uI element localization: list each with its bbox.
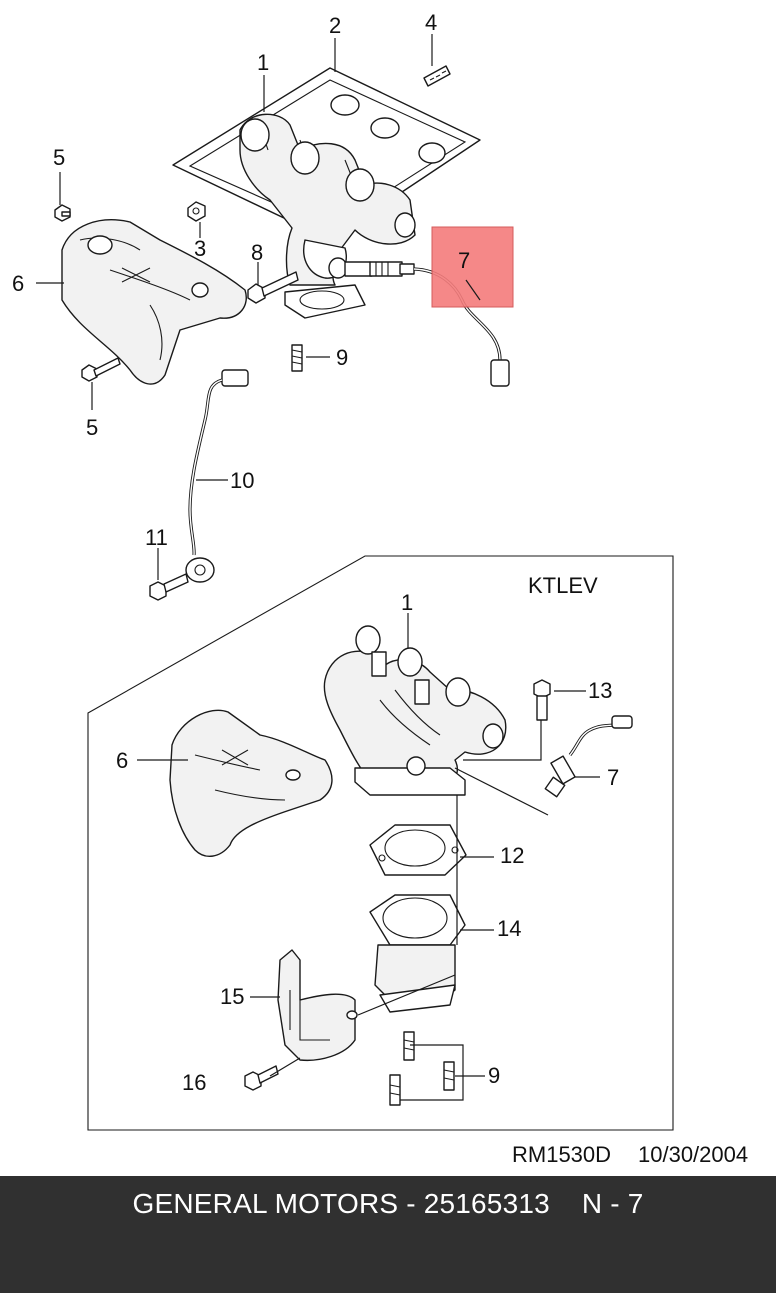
inset-callout-13: 13 xyxy=(588,678,612,703)
highlight-box xyxy=(431,226,514,308)
inset-callout-14: 14 xyxy=(497,916,521,941)
stud xyxy=(423,65,451,87)
inset-callout-1: 1 xyxy=(401,590,413,615)
gasket xyxy=(369,824,467,876)
parts-diagram: 7 1 2 4 5 3 8 6 9 5 10 11 KTLEV xyxy=(12,10,748,1167)
callout-8: 8 xyxy=(251,240,263,265)
bolt xyxy=(149,573,189,601)
bolt xyxy=(244,1065,279,1091)
callout-5-lower: 5 xyxy=(86,415,98,440)
bolt xyxy=(247,271,299,304)
upper-assembly: 7 1 2 4 5 3 8 6 9 5 10 11 xyxy=(12,10,514,601)
oxygen-sensor xyxy=(544,715,633,798)
inset-title: KTLEV xyxy=(528,573,598,598)
inset-panel: KTLEV xyxy=(87,555,674,1131)
inset-callout-6: 6 xyxy=(116,748,128,773)
bolt xyxy=(533,679,551,721)
callout-1: 1 xyxy=(257,50,269,75)
callout-11: 11 xyxy=(145,525,168,550)
stud xyxy=(291,344,303,372)
reference-code: RM1530D xyxy=(512,1142,611,1167)
knock-sensor xyxy=(185,369,249,583)
bolt xyxy=(81,357,121,382)
bolt xyxy=(54,204,71,222)
callout-10: 10 xyxy=(230,468,254,493)
inset-callout-15: 15 xyxy=(220,984,244,1009)
stud xyxy=(389,1031,455,1106)
catalytic-converter xyxy=(369,894,466,1013)
callout-9: 9 xyxy=(336,345,348,370)
callout-6: 6 xyxy=(12,271,24,296)
footer-bar: GENERAL MOTORS - 25165313 N - 7 xyxy=(0,1176,776,1293)
inset-callout-12: 12 xyxy=(500,843,524,868)
nut xyxy=(187,201,206,222)
footer-text: GENERAL MOTORS - 25165313 N - 7 xyxy=(132,1188,644,1219)
inset-callout-16: 16 xyxy=(182,1070,206,1095)
highlight-label: 7 xyxy=(458,248,470,273)
heat-shield xyxy=(169,709,333,857)
callout-2: 2 xyxy=(329,13,341,38)
exhaust-manifold xyxy=(323,625,507,796)
heat-shield-lower xyxy=(277,949,358,1062)
heat-shield xyxy=(61,219,247,385)
reference-date: 10/30/2004 xyxy=(638,1142,748,1167)
inset-callout-7: 7 xyxy=(607,765,619,790)
inset-callout-9: 9 xyxy=(488,1063,500,1088)
callout-4: 4 xyxy=(425,10,437,35)
callout-3: 3 xyxy=(194,236,206,261)
exhaust-manifold xyxy=(239,113,416,319)
callout-5-upper: 5 xyxy=(53,145,65,170)
